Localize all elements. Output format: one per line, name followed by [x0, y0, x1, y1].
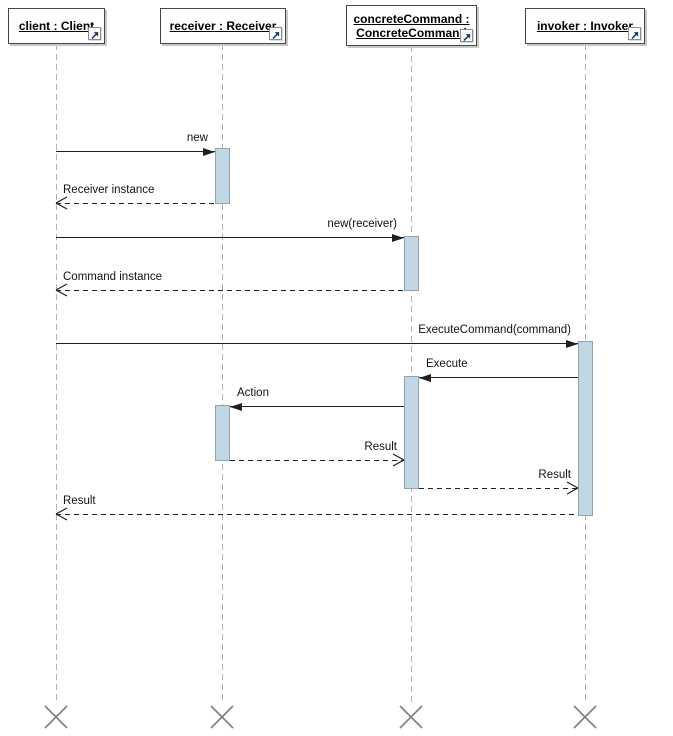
- lifeline-label: client : Client: [18, 19, 95, 33]
- message-label: Result: [538, 469, 571, 481]
- message-line: [419, 488, 578, 489]
- lifeline-head-concreteCommand[interactable]: concreteCommand :ConcreteCommand: [346, 5, 477, 46]
- arrowhead-filled-right-icon: [392, 234, 404, 242]
- message-result[interactable]: Result: [230, 437, 405, 467]
- message-label: new(receiver): [327, 218, 397, 230]
- arrow-up-right-glyph: [463, 34, 471, 42]
- external-link-icon[interactable]: [628, 27, 641, 40]
- message-label: Execute: [426, 358, 468, 370]
- message-label: Action: [237, 387, 269, 399]
- lifeline-label: invoker : Invoker: [536, 19, 634, 33]
- arrowhead-filled-right-icon: [566, 340, 578, 348]
- lifeline-receiver: [222, 44, 223, 704]
- lifeline-label: receiver : Receiver: [169, 19, 277, 33]
- message-label: new: [186, 132, 208, 144]
- message-command-instance[interactable]: Command instance: [55, 267, 404, 297]
- arrow-up-right-glyph: [272, 32, 280, 40]
- lifeline-head-client[interactable]: client : Client: [8, 8, 105, 44]
- activation-bar-concreteCommand-1[interactable]: [404, 236, 419, 291]
- lifeline-label: concreteCommand :: [353, 11, 470, 26]
- message-new-receiver[interactable]: new(receiver): [56, 214, 404, 242]
- lifeline-concreteCommand: [411, 46, 412, 704]
- lifeline-client: [56, 44, 57, 704]
- arrow-up-right-glyph: [631, 32, 639, 40]
- lifeline-head-receiver[interactable]: receiver : Receiver: [160, 8, 286, 44]
- message-line: [230, 406, 404, 407]
- message-line: [56, 151, 215, 152]
- message-line: [56, 203, 215, 204]
- arrowhead-open-left-icon: [55, 196, 68, 210]
- message-new[interactable]: new: [56, 128, 215, 156]
- activation-bar-invoker-2[interactable]: [578, 341, 593, 516]
- arrowhead-open-right-icon: [566, 481, 579, 495]
- arrow-up-right-glyph: [91, 32, 99, 40]
- external-link-icon[interactable]: [88, 27, 101, 40]
- lifeline-label: ConcreteCommand: [356, 25, 467, 40]
- destruction-x-icon: [44, 705, 68, 729]
- arrowhead-open-left-icon: [55, 283, 68, 297]
- message-line: [56, 237, 404, 238]
- activation-bar-receiver-0[interactable]: [215, 148, 230, 204]
- destruction-x-icon: [573, 705, 597, 729]
- message-line: [56, 514, 578, 515]
- message-receiver-instance[interactable]: Receiver instance: [55, 180, 215, 210]
- message-result[interactable]: Result: [55, 491, 578, 521]
- lifeline-head-invoker[interactable]: invoker : Invoker: [525, 8, 645, 44]
- message-result[interactable]: Result: [419, 465, 579, 495]
- destruction-x-icon: [399, 705, 423, 729]
- message-label: ExecuteCommand(command): [418, 324, 571, 336]
- activation-bar-receiver-4[interactable]: [215, 405, 230, 461]
- message-line: [419, 377, 578, 378]
- message-label: Receiver instance: [63, 184, 155, 196]
- arrowhead-filled-left-icon: [230, 403, 242, 411]
- message-line: [56, 343, 578, 344]
- external-link-icon[interactable]: [269, 27, 282, 40]
- message-line: [230, 460, 404, 461]
- arrowhead-filled-left-icon: [419, 374, 431, 382]
- message-label: Command instance: [63, 271, 163, 283]
- message-execute[interactable]: Execute: [419, 354, 578, 382]
- activation-bar-concreteCommand-3[interactable]: [404, 376, 419, 489]
- message-label: Result: [364, 441, 397, 453]
- destruction-x-icon: [210, 705, 234, 729]
- external-link-icon[interactable]: [460, 29, 473, 42]
- arrowhead-filled-right-icon: [203, 148, 215, 156]
- message-label: Result: [63, 495, 96, 507]
- message-line: [56, 290, 404, 291]
- message-executecommand-command[interactable]: ExecuteCommand(command): [56, 320, 578, 348]
- arrowhead-open-left-icon: [55, 507, 68, 521]
- arrowhead-open-right-icon: [392, 453, 405, 467]
- message-action[interactable]: Action: [230, 383, 404, 411]
